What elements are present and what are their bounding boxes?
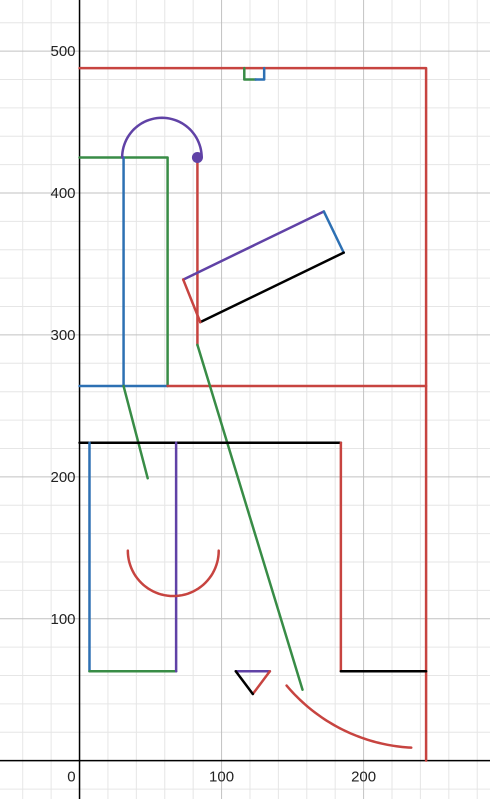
curve-arc-3[interactable] <box>285 684 413 749</box>
curve-segment-13[interactable] <box>196 343 304 691</box>
curve-segment-5[interactable] <box>78 156 125 388</box>
curve-arc-1[interactable] <box>120 116 203 159</box>
y-tick-label-100: 100 <box>51 611 76 628</box>
curve-segment-2[interactable] <box>243 66 257 81</box>
curve-segment-4[interactable] <box>78 156 169 388</box>
y-tick-label-400: 400 <box>51 185 76 202</box>
curve-segment-1[interactable] <box>78 66 428 762</box>
y-tick-label-300: 300 <box>51 327 76 344</box>
curve-segment-12[interactable] <box>181 278 202 324</box>
curve-segment-23[interactable] <box>234 670 255 696</box>
curve-segment-14[interactable] <box>122 384 149 480</box>
curve-segment-3[interactable] <box>254 66 266 81</box>
x-tick-label-200: 200 <box>351 769 376 786</box>
plotted-curves[interactable] <box>78 66 428 762</box>
curve-segment-11[interactable] <box>199 251 345 324</box>
point-marker-1[interactable] <box>191 152 203 164</box>
curve-segment-9[interactable] <box>181 210 326 281</box>
y-tick-label-200: 200 <box>51 469 76 486</box>
curve-segment-22[interactable] <box>251 670 272 696</box>
curve-segment-10[interactable] <box>322 210 345 254</box>
curve-arc-2[interactable] <box>126 549 220 598</box>
y-tick-label-500: 500 <box>51 43 76 60</box>
x-tick-label-100: 100 <box>209 769 234 786</box>
origin-label: 0 <box>67 769 75 786</box>
tick-labels: 100 200 100 200 300 400 500 0 <box>51 43 377 786</box>
